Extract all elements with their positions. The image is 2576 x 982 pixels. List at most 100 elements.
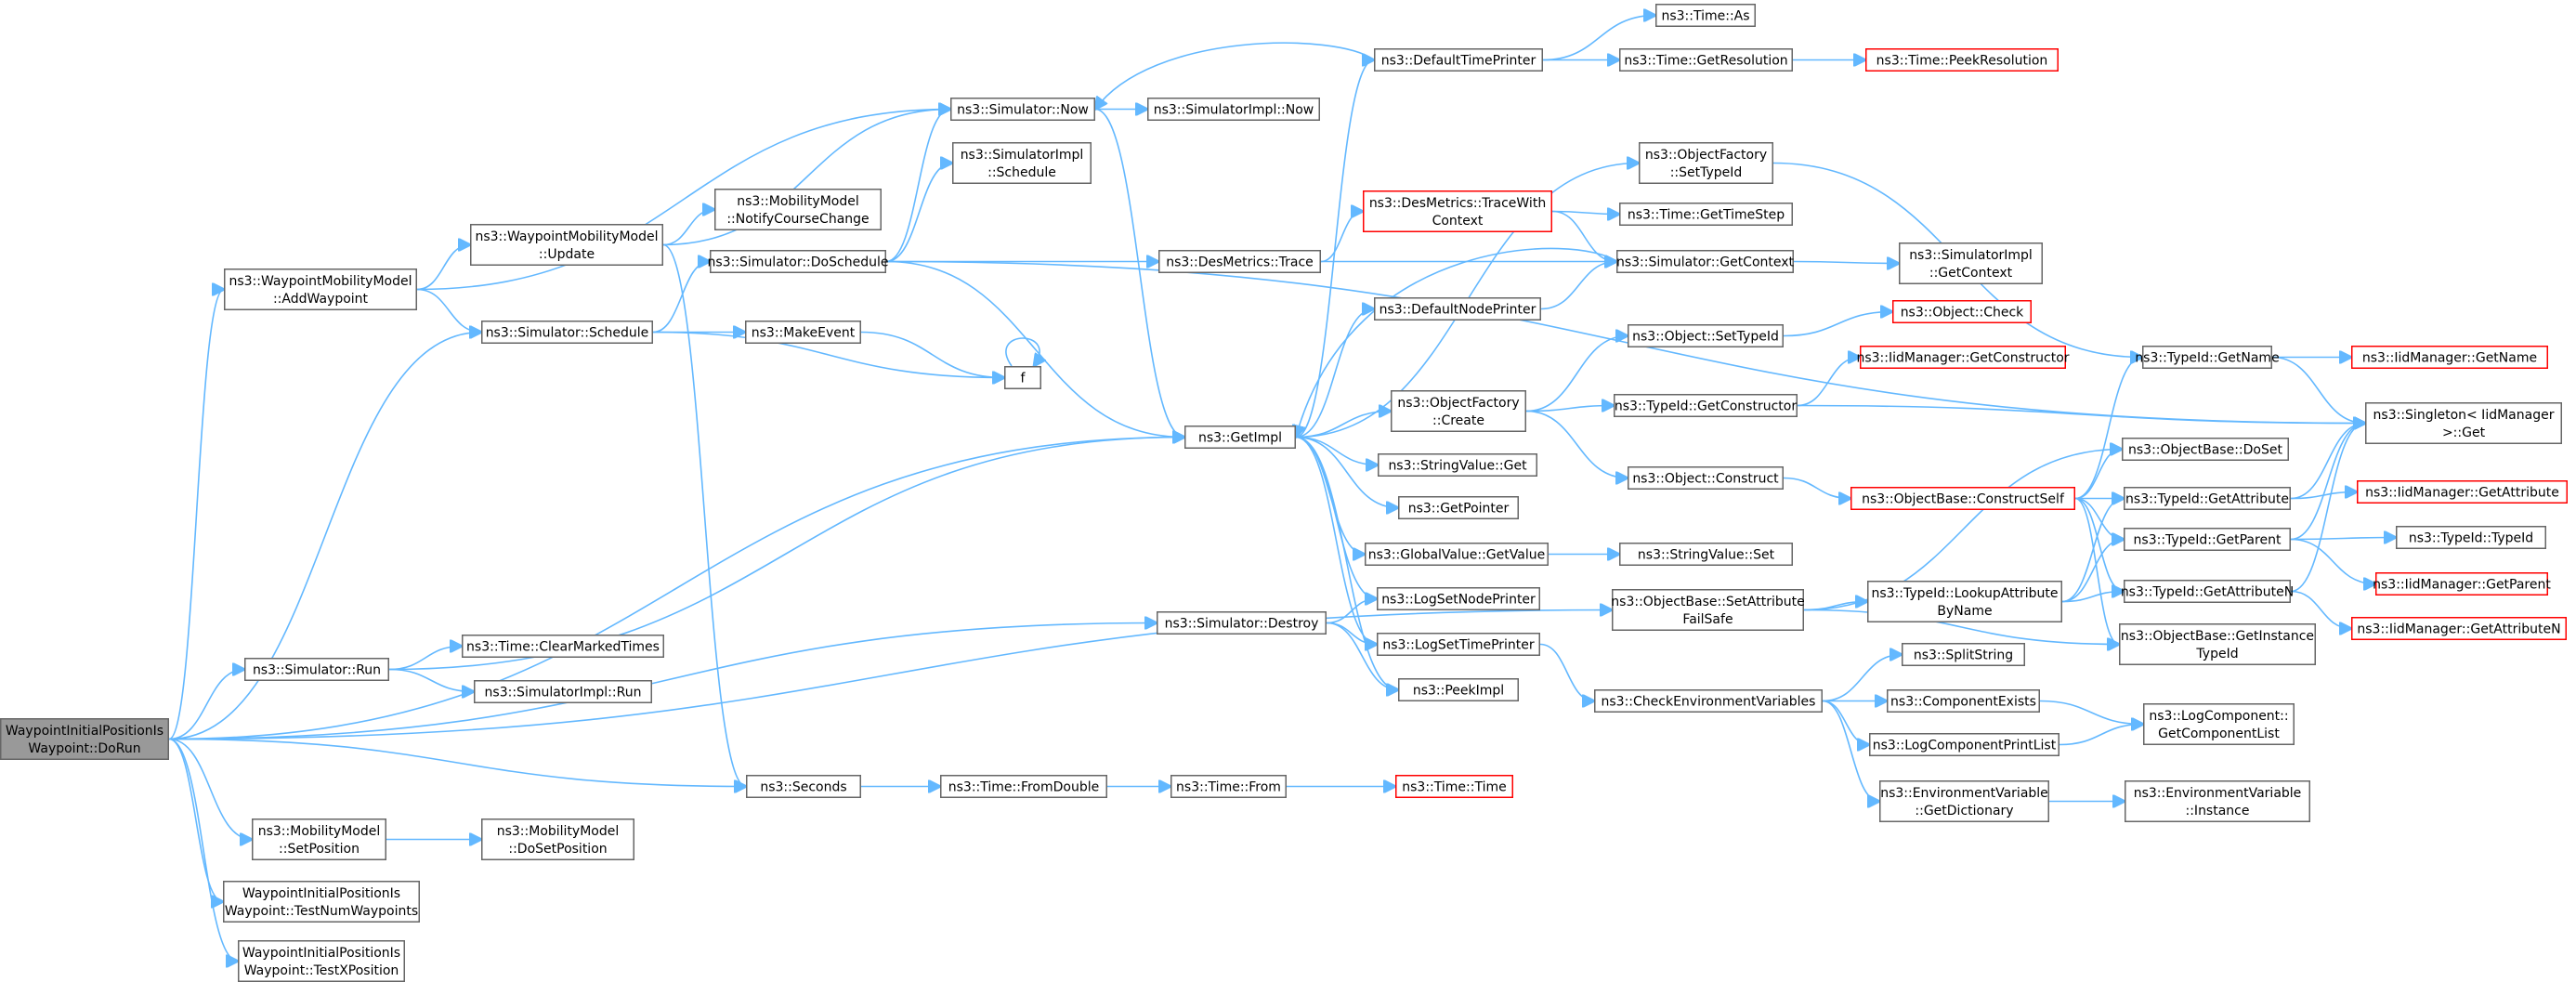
node-box[interactable] <box>1377 633 1540 656</box>
node-box[interactable] <box>1639 142 1773 184</box>
node-box[interactable] <box>1594 689 1823 713</box>
node-mm_dosetposition[interactable]: ns3::MobilityModel::DoSetPosition <box>481 818 634 860</box>
node-box[interactable] <box>1628 324 1784 347</box>
node-peekimpl[interactable]: ns3::PeekImpl <box>1398 678 1519 701</box>
node-box[interactable] <box>2396 526 2546 549</box>
node-time_clearmarked[interactable]: ns3::Time::ClearMarkedTimes <box>462 635 664 658</box>
node-simimpl_run[interactable]: ns3::SimulatorImpl::Run <box>474 680 652 703</box>
node-simimpl_now[interactable]: ns3::SimulatorImpl::Now <box>1147 98 1320 121</box>
node-objfactory_create[interactable]: ns3::ObjectFactory::Create <box>1391 390 1526 432</box>
node-box[interactable] <box>1374 297 1541 321</box>
node-logcomp_getlist[interactable]: ns3::LogComponent::GetComponentList <box>2143 703 2295 745</box>
node-seconds[interactable]: ns3::Seconds <box>746 775 861 798</box>
node-sim_run[interactable]: ns3::Simulator::Run <box>244 658 389 681</box>
node-objfactory_settypeid[interactable]: ns3::ObjectFactory::SetTypeId <box>1639 142 1773 184</box>
node-box[interactable] <box>1899 242 2043 284</box>
node-box[interactable] <box>2351 346 2548 369</box>
node-obj_construct[interactable]: ns3::Object::Construct <box>1628 466 1784 490</box>
node-getimpl[interactable]: ns3::GetImpl <box>1184 426 1296 449</box>
node-objbase_constructself[interactable]: ns3::ObjectBase::ConstructSelf <box>1850 487 2075 510</box>
node-notifycourse[interactable]: ns3::MobilityModel::NotifyCourseChange <box>714 189 882 230</box>
node-defaulttimeprinter[interactable]: ns3::DefaultTimePrinter <box>1374 48 1543 72</box>
node-time_getresolution[interactable]: ns3::Time::GetResolution <box>1619 48 1793 72</box>
node-box[interactable] <box>2122 438 2289 461</box>
node-box[interactable] <box>2375 572 2548 596</box>
node-defaultnodeprinter[interactable]: ns3::DefaultNodePrinter <box>1374 297 1541 321</box>
node-box[interactable] <box>1391 390 1526 432</box>
node-box[interactable] <box>462 635 664 658</box>
node-box[interactable] <box>2124 487 2291 510</box>
node-makeevent[interactable]: ns3::MakeEvent <box>745 321 861 344</box>
node-iid_getattribute[interactable]: ns3::IidManager::GetAttribute <box>2357 480 2568 504</box>
node-box[interactable] <box>1377 587 1540 610</box>
node-envvar_instance[interactable]: ns3::EnvironmentVariable::Instance <box>2125 780 2310 822</box>
node-mm_setposition[interactable]: ns3::MobilityModel::SetPosition <box>252 818 386 860</box>
node-box[interactable] <box>1378 453 1537 477</box>
node-time_gettimestep[interactable]: ns3::Time::GetTimeStep <box>1619 203 1793 226</box>
node-box[interactable] <box>2365 402 2562 444</box>
node-sim_getcontext[interactable]: ns3::Simulator::GetContext <box>1616 250 1795 273</box>
node-box[interactable] <box>940 775 1107 798</box>
node-box[interactable] <box>1616 250 1794 273</box>
node-box[interactable] <box>714 189 882 230</box>
node-box[interactable] <box>481 321 653 344</box>
node-box[interactable] <box>1157 611 1327 635</box>
node-box[interactable] <box>746 775 861 798</box>
node-singleton_get[interactable]: ns3::Singleton< IidManager >::Get <box>2365 402 2562 444</box>
node-time_from[interactable]: ns3::Time::From <box>1170 775 1287 798</box>
node-box[interactable] <box>1867 581 2062 622</box>
node-testxposition[interactable]: WaypointInitialPositionIsWaypoint::TestX… <box>238 940 405 982</box>
node-box[interactable] <box>244 658 389 681</box>
node-f[interactable]: f <box>1004 366 1041 389</box>
node-stringvalue_set[interactable]: ns3::StringValue::Set <box>1619 543 1793 566</box>
node-iid_getparent[interactable]: ns3::IidManager::GetParent <box>2373 572 2551 596</box>
node-box[interactable] <box>2119 623 2316 665</box>
node-box[interactable] <box>1655 4 1756 27</box>
node-box[interactable] <box>1619 203 1793 226</box>
node-box[interactable] <box>2143 703 2295 745</box>
node-box[interactable] <box>1398 678 1519 701</box>
node-box[interactable] <box>2357 480 2568 504</box>
node-time_peekresolution[interactable]: ns3::Time::PeekResolution <box>1865 48 2059 72</box>
node-stringvalue_get[interactable]: ns3::StringValue::Get <box>1378 453 1537 477</box>
node-box[interactable] <box>1850 487 2075 510</box>
node-iid_getname[interactable]: ns3::IidManager::GetName <box>2351 346 2548 369</box>
node-box[interactable] <box>481 818 634 860</box>
node-box[interactable] <box>470 224 663 266</box>
node-box[interactable] <box>1184 426 1296 449</box>
node-box[interactable] <box>223 881 420 923</box>
node-box[interactable] <box>1869 733 2059 756</box>
node-iid_getattributen[interactable]: ns3::IidManager::GetAttributeN <box>2351 617 2567 640</box>
node-box[interactable] <box>1619 543 1793 566</box>
node-box[interactable] <box>2124 528 2291 551</box>
node-envvar_getdict[interactable]: ns3::EnvironmentVariable::GetDictionary <box>1879 780 2049 822</box>
node-box[interactable] <box>1363 190 1552 232</box>
node-box[interactable] <box>952 142 1092 184</box>
node-box[interactable] <box>2142 346 2272 369</box>
node-splitstring[interactable]: ns3::SplitString <box>1902 643 2025 666</box>
node-box[interactable] <box>1158 250 1321 273</box>
node-box[interactable] <box>745 321 861 344</box>
node-addwaypoint[interactable]: ns3::WaypointMobilityModel::AddWaypoint <box>224 268 417 310</box>
node-box[interactable] <box>1398 496 1519 519</box>
node-box[interactable] <box>252 818 386 860</box>
node-logsetnodeprinter[interactable]: ns3::LogSetNodePrinter <box>1377 587 1540 610</box>
node-simimpl_schedule[interactable]: ns3::SimulatorImpl::Schedule <box>952 142 1092 184</box>
node-typeid_getattributen[interactable]: ns3::TypeId::GetAttributeN <box>2121 580 2294 603</box>
node-box[interactable] <box>0 718 169 760</box>
node-box[interactable] <box>1395 775 1513 798</box>
node-box[interactable] <box>1612 589 1804 631</box>
node-typeid_getattribute[interactable]: ns3::TypeId::GetAttribute <box>2124 487 2291 510</box>
node-box[interactable] <box>1628 466 1784 490</box>
node-globalvalue_getvalue[interactable]: ns3::GlobalValue::GetValue <box>1365 543 1549 566</box>
node-box[interactable] <box>710 250 886 273</box>
node-box[interactable] <box>238 940 405 982</box>
node-box[interactable] <box>950 98 1095 121</box>
node-box[interactable] <box>1892 300 2032 323</box>
node-time_as[interactable]: ns3::Time::As <box>1655 4 1756 27</box>
node-box[interactable] <box>1619 48 1793 72</box>
node-typeid_getname[interactable]: ns3::TypeId::GetName <box>2135 346 2280 369</box>
node-logsettimeprinter[interactable]: ns3::LogSetTimePrinter <box>1377 633 1540 656</box>
node-box[interactable] <box>1614 394 1798 417</box>
